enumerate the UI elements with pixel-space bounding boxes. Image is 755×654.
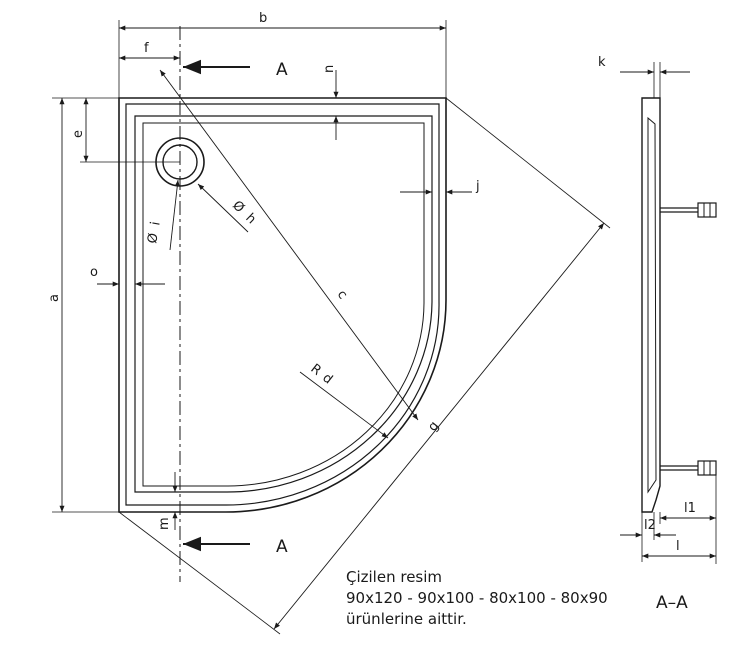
label-l1: l1 [684, 501, 696, 516]
label-o: o [90, 265, 98, 280]
label-l: l [676, 539, 680, 554]
drain-connector-bottom [660, 460, 717, 476]
tray-rim-outline [125, 103, 440, 506]
diameter-symbol-i: Ø [145, 232, 162, 245]
drain-connector-top [660, 202, 717, 218]
label-n: n [322, 65, 337, 73]
section-tray-profile [641, 97, 661, 513]
label-i: Øi [145, 221, 164, 245]
diameter-symbol-h: Ø [229, 198, 247, 216]
section-tray-inner-profile [647, 116, 657, 494]
label-a: a [47, 294, 62, 302]
label-b: b [259, 11, 267, 26]
label-c: c [334, 288, 350, 303]
section-marker-top: A [276, 60, 288, 80]
note-line-1: Çizilen resim [346, 568, 442, 586]
note-line-2: 90x120 - 90x100 - 80x100 - 80x90 [346, 589, 608, 607]
label-r: R [308, 361, 324, 378]
label-m: m [157, 517, 172, 530]
label-e: e [71, 130, 86, 138]
label-h-letter: h [242, 211, 258, 228]
label-l2: l2 [644, 518, 656, 533]
label-j: j [475, 179, 480, 194]
dimension-g [273, 222, 605, 630]
section-marker-bottom: A [276, 537, 288, 557]
label-k: k [598, 55, 606, 70]
label-f: f [144, 41, 149, 56]
note-line-3: ürünlerine aittir. [346, 610, 467, 628]
section-view: k l1 l2 l A–A [598, 55, 717, 613]
dimension-radius-d [299, 371, 389, 439]
tray-outer-outline [118, 97, 447, 513]
label-g: g [425, 419, 442, 435]
tray-basin-inner-outline [142, 122, 425, 487]
plan-view: A A b f n a e o j m [47, 11, 611, 635]
label-i-letter: i [148, 221, 163, 227]
label-radius: Rd [308, 361, 336, 387]
label-h: Øh [229, 198, 258, 227]
model-note: Çizilen resim 90x120 - 90x100 - 80x100 -… [346, 568, 608, 628]
section-title: A–A [656, 593, 688, 613]
label-d: d [319, 371, 335, 388]
